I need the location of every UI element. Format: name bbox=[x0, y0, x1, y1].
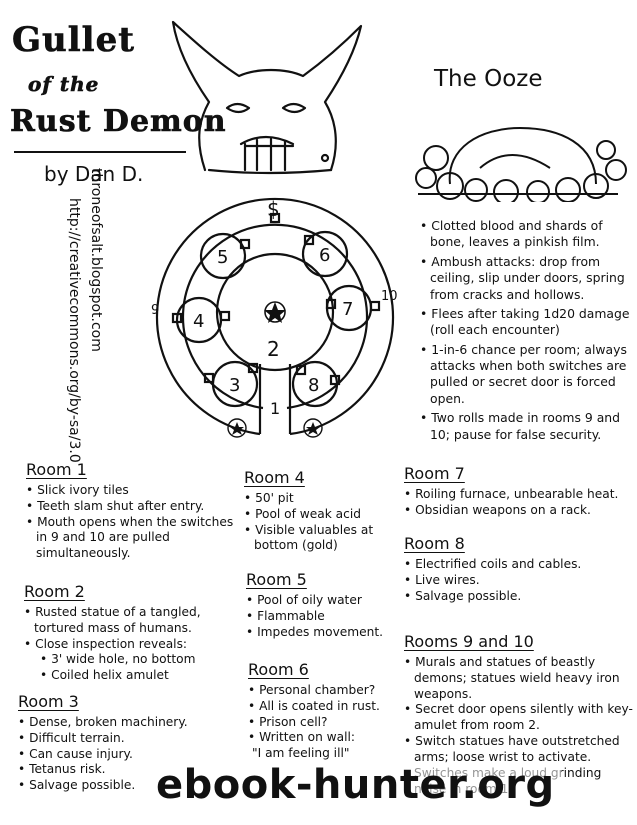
room-5-title: Room 5 bbox=[246, 570, 307, 589]
room-6-item: • Prison cell? bbox=[248, 714, 328, 729]
blog-address: throneofsalt.blogspot.com bbox=[88, 168, 104, 352]
room-1-item: • Teeth slam shut after entry. bbox=[26, 498, 205, 513]
map-label-6: 6 bbox=[319, 245, 330, 266]
room-4-item: • Pool of weak acid bbox=[244, 506, 361, 521]
room-4-title: Room 4 bbox=[244, 468, 305, 487]
room-1-item: • Mouth opens when the switches in 9 and… bbox=[26, 514, 234, 561]
room-5-item: • Impedes movement. bbox=[246, 624, 384, 639]
room-3-item: • Dense, broken machinery. bbox=[18, 714, 188, 729]
room-3-item: • Tetanus risk. bbox=[18, 762, 106, 777]
room-5-item: • Flammable bbox=[246, 608, 325, 623]
room-2-title: Room 2 bbox=[24, 582, 85, 601]
room-5-circle bbox=[199, 232, 247, 280]
ooze-item: • Ambush attacks: drop from ceiling, sli… bbox=[420, 253, 625, 302]
room-7-title: Room 7 bbox=[404, 464, 465, 483]
room-6-circle bbox=[301, 230, 349, 278]
room-6-section: Room 6 • Personal chamber? • All is coat… bbox=[248, 660, 400, 762]
room-7-item: • Obsidian weapons on a rack. bbox=[404, 502, 591, 517]
room-4-item: • Visible valuables at bottom (gold) bbox=[244, 522, 374, 553]
entry-corridor bbox=[258, 364, 292, 434]
ooze-item: • 1-in-6 chance per room; always attacks… bbox=[420, 341, 627, 406]
room-1-section: Room 1 • Slick ivory tiles • Teeth slam … bbox=[26, 460, 236, 562]
map-label-10: 10 bbox=[381, 289, 398, 304]
room-8-title: Room 8 bbox=[404, 534, 465, 553]
room-3-item: • Salvage possible. bbox=[18, 778, 136, 793]
rooms-9-10-title: Rooms 9 and 10 bbox=[404, 632, 534, 651]
map-label-4: 4 bbox=[193, 311, 204, 332]
ooze-item: • Two rolls made in rooms 9 and 10; paus… bbox=[420, 410, 621, 442]
room-6-item: • Written on wall: bbox=[248, 730, 356, 745]
ooze-item: • Flees after taking 1d20 damage (roll e… bbox=[420, 305, 630, 338]
room-8-item: • Live wires. bbox=[404, 572, 480, 587]
map-label-1: 1 bbox=[270, 399, 280, 418]
rooms-9-10-item: • Murals and statues of beastly demons; … bbox=[404, 654, 620, 701]
ooze-list: • Clotted blood and shards of bone, leav… bbox=[420, 218, 634, 446]
demon-head-drawing bbox=[171, 20, 363, 175]
dungeon-map: $ 5 6 4 7 3 8 2 1 9 10 bbox=[151, 197, 398, 438]
room-2-item: • Close inspection reveals: bbox=[24, 636, 188, 651]
room-6-title: Room 6 bbox=[248, 660, 309, 679]
map-label-7: 7 bbox=[342, 299, 353, 320]
room-3-title: Room 3 bbox=[18, 692, 79, 711]
license-url: http://creativecommons.org/by-sa/3.0 bbox=[66, 198, 82, 463]
room-3-item: • Can cause injury. bbox=[18, 746, 133, 761]
ooze-title: The Ooze bbox=[434, 66, 543, 92]
map-label-treasure: $ bbox=[267, 197, 280, 221]
room-3-circle bbox=[211, 360, 259, 408]
byline: by Dan D. bbox=[44, 162, 144, 186]
room-6-item: • All is coated in rust. bbox=[248, 698, 380, 713]
title-line-1: Gullet bbox=[12, 20, 135, 61]
watermark: ebook-hunter.org bbox=[150, 762, 561, 808]
room-7-section: Room 7 • Roiling furnace, unbearable hea… bbox=[404, 464, 634, 519]
map-label-2: 2 bbox=[267, 337, 280, 361]
room-6-item: "I am feeling ill" bbox=[252, 746, 350, 761]
map-label-5: 5 bbox=[217, 247, 228, 268]
room-4-item: • 50' pit bbox=[244, 490, 294, 505]
title-rule bbox=[14, 151, 186, 153]
title-line-3: Rust Demon bbox=[10, 104, 227, 140]
room-2-wall bbox=[215, 252, 335, 372]
map-label-9: 9 bbox=[151, 303, 159, 318]
room-2-section: Room 2 • Rusted statue of a tangled, tor… bbox=[24, 582, 238, 684]
room-1-item: • Slick ivory tiles bbox=[26, 482, 129, 497]
room-3-item: • Difficult terrain. bbox=[18, 730, 125, 745]
map-label-8: 8 bbox=[308, 375, 319, 396]
room-5-item: • Pool of oily water bbox=[246, 592, 362, 607]
room-8-section: Room 8 • Electrified coils and cables. •… bbox=[404, 534, 634, 604]
room-3-section: Room 3 • Dense, broken machinery. • Diff… bbox=[18, 692, 232, 794]
ooze-item: • Clotted blood and shards of bone, leav… bbox=[420, 218, 603, 250]
room-7-item: • Roiling furnace, unbearable heat. bbox=[404, 486, 619, 501]
room-1-title: Room 1 bbox=[26, 460, 87, 479]
rooms-9-10-item: • Secret door opens silently with key-am… bbox=[404, 702, 633, 733]
room-8-item: • Electrified coils and cables. bbox=[404, 556, 582, 571]
title-line-2: of the bbox=[28, 72, 100, 97]
map-label-3: 3 bbox=[229, 375, 240, 396]
inner-ring-wall bbox=[181, 223, 369, 410]
room-2-subitem: • 3' wide hole, no bottom bbox=[40, 652, 196, 667]
room-8-item: • Salvage possible. bbox=[404, 588, 522, 603]
room-6-item: • Personal chamber? bbox=[248, 682, 376, 697]
room-2-item: • Rusted statue of a tangled, tortured m… bbox=[24, 604, 201, 635]
room-4-section: Room 4 • 50' pit • Pool of weak acid • V… bbox=[244, 468, 400, 554]
outer-ring-wall bbox=[155, 197, 395, 436]
room-5-section: Room 5 • Pool of oily water • Flammable … bbox=[246, 570, 400, 640]
ooze-drawing bbox=[415, 126, 627, 202]
room-2-subitem: • Coiled helix amulet bbox=[40, 668, 169, 683]
